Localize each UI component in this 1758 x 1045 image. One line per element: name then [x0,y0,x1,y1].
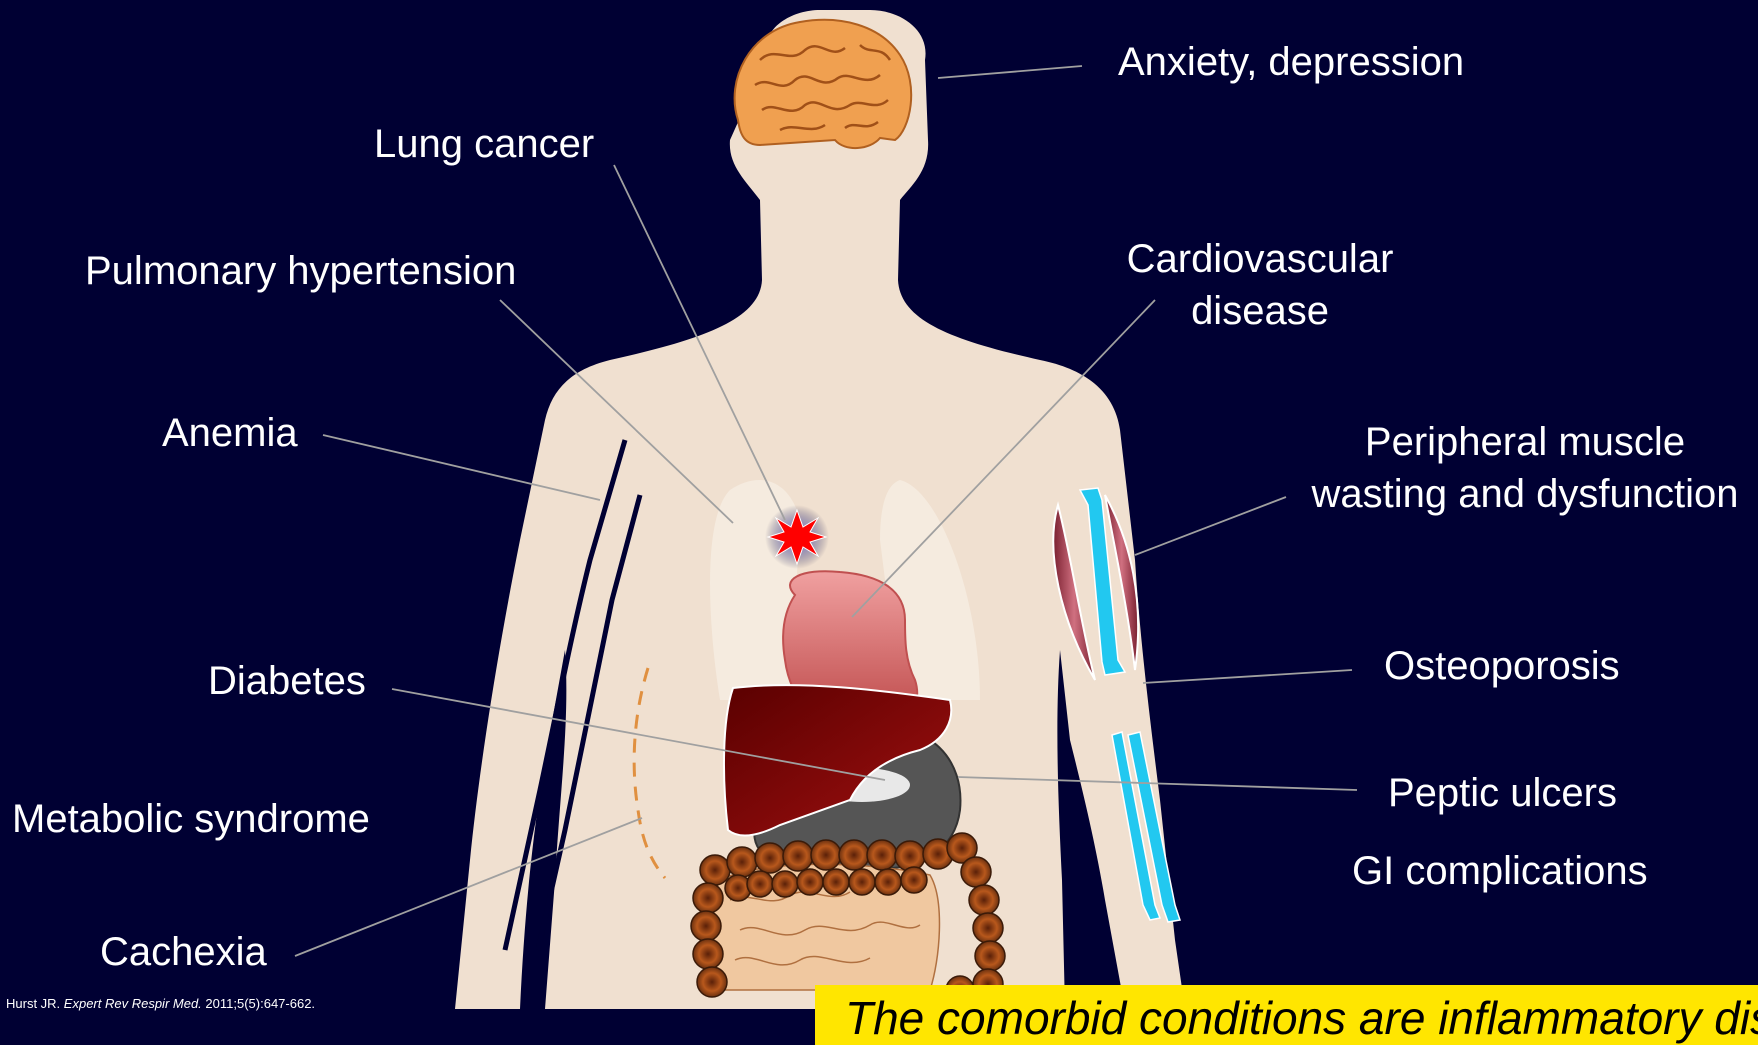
label-anemia: Anemia [162,407,298,459]
label-cardiovascular-disease: Cardiovascular disease [1095,233,1425,337]
label-metabolic-syndrome: Metabolic syndrome [12,793,370,845]
brain [735,20,912,148]
label-muscle-line1: Peripheral muscle [1290,416,1758,468]
label-pulmonary-hypertension: Pulmonary hypertension [85,245,516,297]
callout-banner: The comorbid conditions are inflammatory… [815,985,1758,1045]
label-anxiety-depression: Anxiety, depression [1118,36,1464,88]
label-cardiovascular-line2: disease [1095,285,1425,337]
label-gi-complications: GI complications [1352,845,1648,897]
label-osteoporosis: Osteoporosis [1384,640,1620,692]
label-peptic-ulcers: Peptic ulcers [1388,767,1617,819]
label-peripheral-muscle: Peripheral muscle wasting and dysfunctio… [1290,416,1758,520]
diagram-stage: Anxiety, depression Lung cancer Pulmonar… [0,0,1758,1009]
label-cardiovascular-line1: Cardiovascular [1095,233,1425,285]
label-muscle-line2: wasting and dysfunction [1290,468,1758,520]
tumor-icon [768,510,826,564]
label-lung-cancer: Lung cancer [374,118,594,170]
callout-text: The comorbid conditions are inflammatory… [845,991,1758,1045]
label-diabetes: Diabetes [208,655,366,707]
label-cachexia: Cachexia [100,926,267,978]
